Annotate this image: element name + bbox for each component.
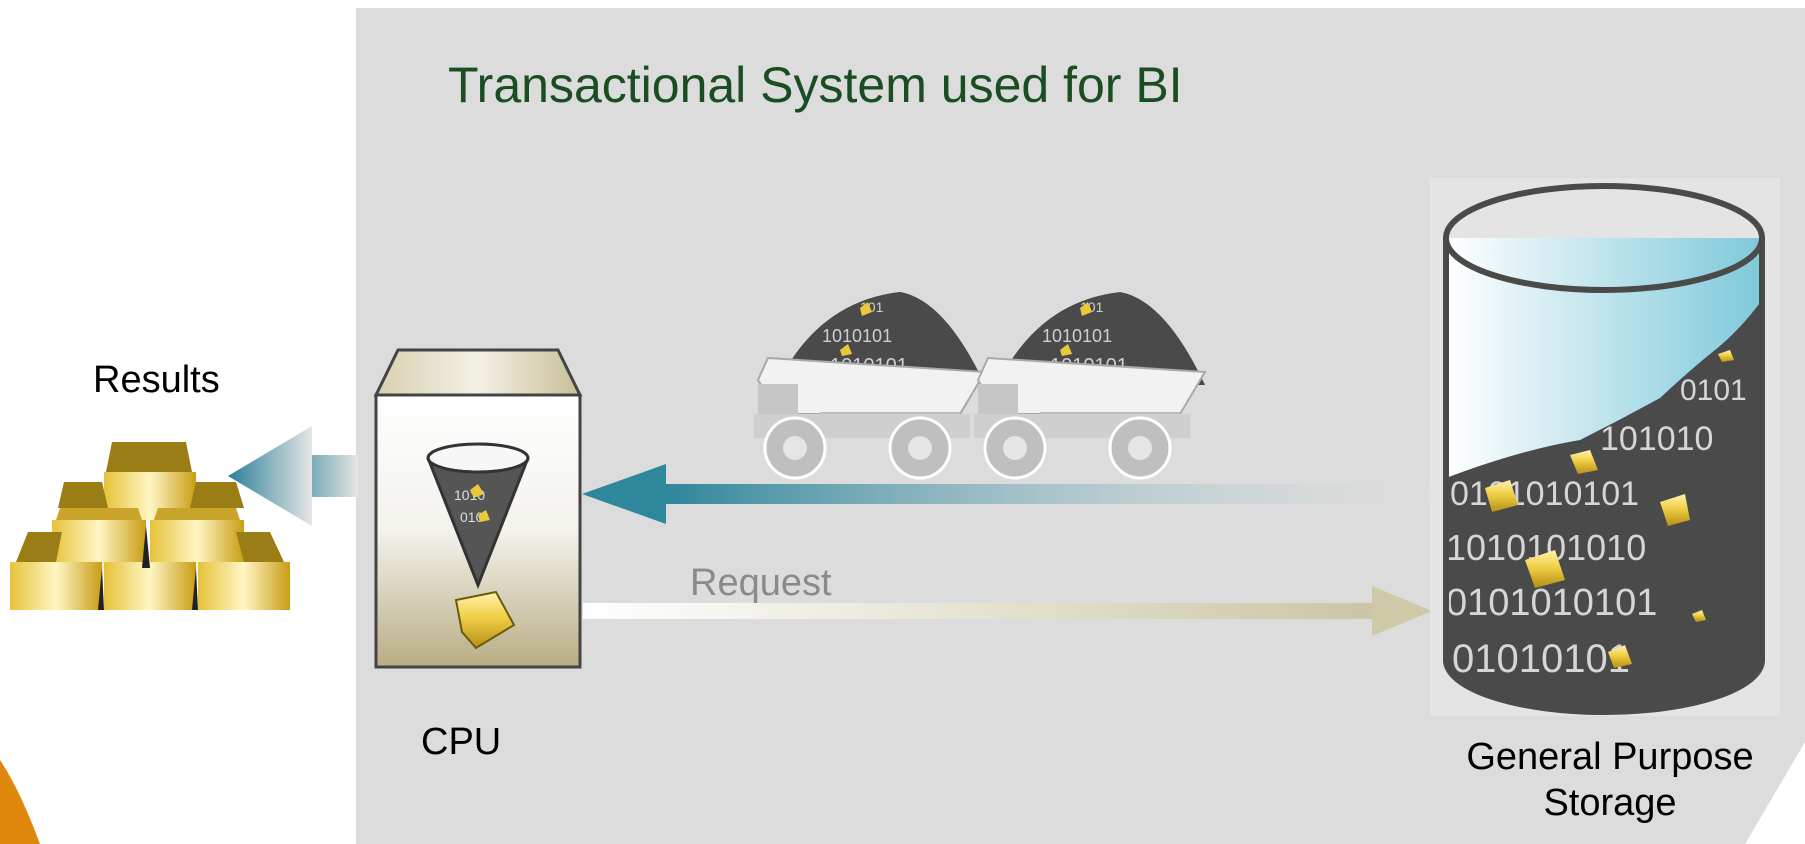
request-arrow bbox=[583, 586, 1432, 636]
corner-accent bbox=[0, 760, 40, 844]
svg-text:0101010101: 0101010101 bbox=[1446, 582, 1657, 624]
storage-cylinder-icon: 0101 101010 0101010101 1010101010 010101… bbox=[1430, 178, 1780, 716]
cpu-icon: 1010 010 bbox=[373, 348, 583, 669]
storage-label-line-1: General Purpose bbox=[1466, 736, 1754, 778]
svg-text:101010: 101010 bbox=[1600, 420, 1713, 458]
results-label: Results bbox=[93, 359, 220, 401]
gold-bars-icon bbox=[10, 442, 290, 610]
diagram-title: Transactional System used for BI bbox=[448, 57, 1183, 113]
svg-text:01010101: 01010101 bbox=[1452, 637, 1630, 681]
request-label: Request bbox=[690, 562, 832, 604]
svg-text:010: 010 bbox=[460, 509, 484, 525]
data-return-arrow bbox=[582, 464, 1430, 524]
results-arrow bbox=[228, 426, 358, 526]
storage-label: General Purpose Storage bbox=[1440, 735, 1780, 826]
svg-text:0101010101: 0101010101 bbox=[1450, 475, 1639, 513]
storage-label-line-2: Storage bbox=[1543, 781, 1677, 824]
svg-text:0101: 0101 bbox=[1680, 374, 1747, 407]
cpu-label: CPU bbox=[421, 721, 502, 763]
